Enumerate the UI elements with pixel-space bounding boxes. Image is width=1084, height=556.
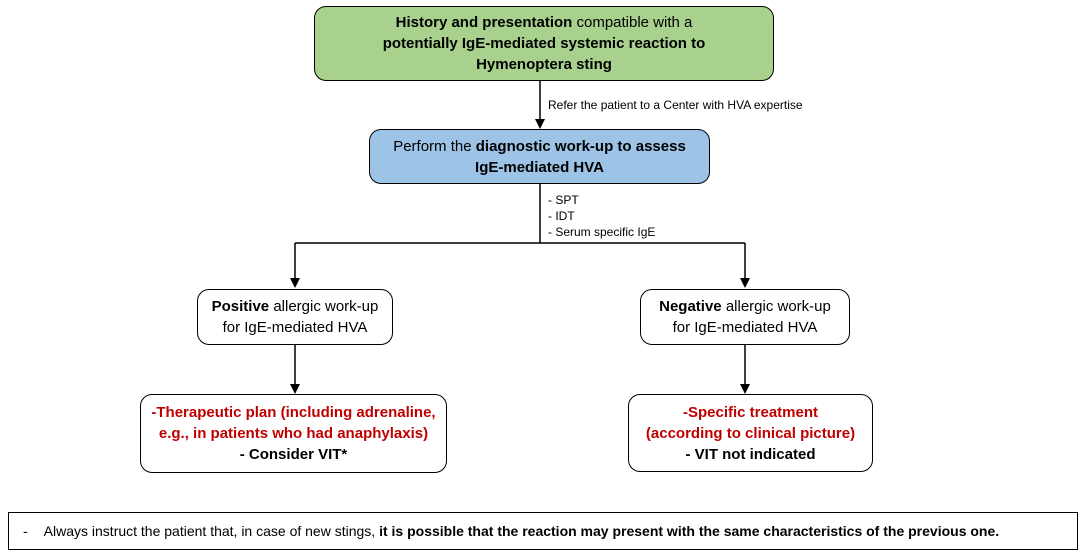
positive-text-2: for IgE-mediated HVA [222,319,368,336]
diagnostic-text-1: Perform the [393,137,476,155]
start-bold-2: potentially IgE-mediated systemic reacti… [382,35,706,52]
footer-bold: it is possible that the reaction may pre… [379,523,1000,539]
positive-box: Positive allergic work-up for IgE-mediat… [197,289,393,345]
negative-outcome-vit-not-indicated: - VIT not indicated [685,445,816,463]
test-item-serum-ige: - Serum specific IgE [548,225,656,239]
negative-text-1: allergic work-up [721,298,831,315]
start-box-text: History and presentation compatible with… [383,12,706,75]
negative-outcome-red-1: -Specific treatment [682,403,819,421]
test-list: - SPT - IDT - Serum specific IgE [548,192,655,240]
footer-text: Always instruct the patient that, in cas… [43,523,380,539]
positive-text-1: allergic work-up [269,298,379,315]
positive-outcome-text: -Therapeutic plan (including adrenaline,… [151,402,435,465]
negative-bold: Negative [659,298,722,315]
test-item-idt: - IDT [548,209,575,223]
refer-note: Refer the patient to a Center with HVA e… [548,98,803,112]
negative-outcome-red-2: (according to clinical picture) [645,424,856,442]
test-item-spt: - SPT [548,193,579,207]
negative-box-text: Negative allergic work-up for IgE-mediat… [659,296,831,338]
positive-bold: Positive [211,298,270,315]
start-text-1: compatible with a [572,14,693,31]
positive-box-text: Positive allergic work-up for IgE-mediat… [212,296,379,338]
positive-outcome-consider-vit: - Consider VIT* [239,446,348,463]
diagnostic-bold-1: diagnostic work-up to assess [475,137,686,155]
start-bold-3: Hymenoptera sting [476,56,612,73]
negative-text-2: for IgE-mediated HVA [672,319,818,336]
footer-dash: - [23,523,28,539]
positive-outcome-red-2: e.g., in patients who had anaphylaxis) [158,425,429,442]
start-bold-1: History and presentation [395,14,573,31]
negative-outcome-text: -Specific treatment (according to clinic… [646,402,855,465]
diagnostic-box-text: Perform the diagnostic work-up to assess… [393,136,686,178]
start-box: History and presentation compatible with… [314,6,774,81]
diagnostic-box: Perform the diagnostic work-up to assess… [369,129,710,184]
negative-outcome-box: -Specific treatment (according to clinic… [628,394,873,472]
diagnostic-bold-2: IgE-mediated HVA [475,158,604,176]
footer-note: -Always instruct the patient that, in ca… [8,512,1078,550]
positive-outcome-box: -Therapeutic plan (including adrenaline,… [140,394,447,473]
positive-outcome-red-1: -Therapeutic plan (including adrenaline, [151,404,436,421]
negative-box: Negative allergic work-up for IgE-mediat… [640,289,850,345]
